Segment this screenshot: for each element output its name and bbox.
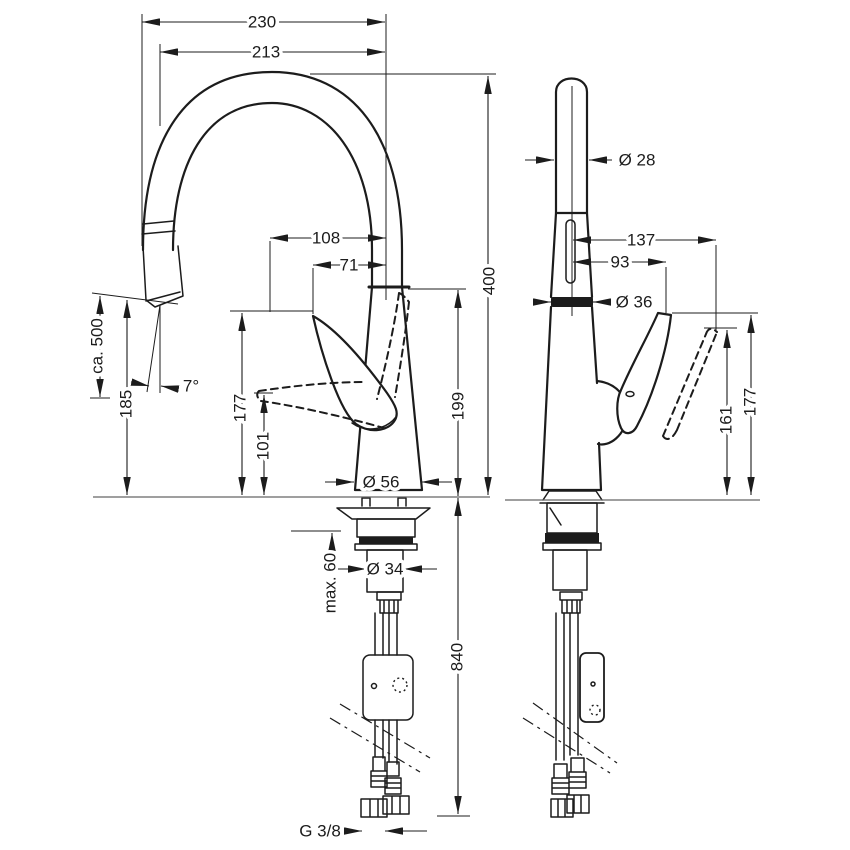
hose-break-lines xyxy=(329,703,431,773)
front-escutcheon xyxy=(546,502,598,534)
escutcheon xyxy=(356,518,416,538)
dim-label-spout-diameter: Ø 28 xyxy=(619,151,656,170)
dim-label-lever-reach-max: 108 xyxy=(312,229,340,248)
dim-angle-arrow-right xyxy=(160,385,180,393)
ref-outlet xyxy=(91,292,179,305)
front-escutcheon-slash xyxy=(549,507,562,526)
hose-weight xyxy=(362,654,414,721)
weight-detail-dotted xyxy=(392,677,408,693)
handle-raised-dashed xyxy=(376,292,410,400)
dim-label-base-diameter: Ø 56 xyxy=(363,473,400,492)
hoses-upper xyxy=(374,612,398,656)
dim-label-spout-height: 400 xyxy=(480,267,499,295)
aerator-ring xyxy=(551,297,593,307)
dim-label-shank-diameter: Ø 34 xyxy=(367,560,404,579)
front-flange xyxy=(542,542,602,551)
spray-angle-lines xyxy=(146,304,161,393)
handle-end-detail xyxy=(351,416,397,430)
dim-label-pullout-length: ca. 500 xyxy=(88,318,107,374)
front-hoses xyxy=(555,612,579,761)
gasket xyxy=(359,537,413,544)
front-hose-weight xyxy=(579,652,605,723)
front-hose-connectors xyxy=(551,757,587,795)
front-view: Ø 28 137 93 Ø 36 161 177 xyxy=(505,77,763,818)
spout-inner-arc xyxy=(171,101,374,288)
front-handle-raised-dashed xyxy=(662,327,718,440)
dim-label-outlet-angle: 7° xyxy=(183,377,199,396)
connector-nuts xyxy=(360,795,410,818)
dim-label-lever-offset: 93 xyxy=(611,253,630,272)
dim-label-lever-raised-height: 161 xyxy=(717,406,736,434)
hose-plug xyxy=(376,591,402,614)
base-pins xyxy=(361,497,407,507)
front-connector-nuts xyxy=(550,794,590,818)
dim-label-overall-reach: 230 xyxy=(248,13,276,32)
dim-label-spout-reach: 213 xyxy=(252,43,280,62)
side-view-mounting-hardware xyxy=(329,497,431,818)
front-view-dimensions: Ø 28 137 93 Ø 36 161 177 xyxy=(525,147,763,495)
front-view-faucet-outline xyxy=(540,77,718,492)
dim-label-lever-top-height: 177 xyxy=(231,394,250,422)
front-hose-plug xyxy=(559,591,583,614)
front-deck-plate xyxy=(539,490,605,504)
front-gasket xyxy=(545,533,599,543)
dim-label-connection-thread: G 3/8 xyxy=(299,822,341,841)
handle-lever xyxy=(311,314,398,432)
front-handle-lever xyxy=(616,311,673,435)
dim-label-lever-tip-offset: 137 xyxy=(627,231,655,250)
side-view: 230 213 108 71 400 199 840 ca. 500 185 1… xyxy=(84,9,502,844)
side-view-dimensions: 230 213 108 71 400 199 840 ca. 500 185 1… xyxy=(84,9,502,844)
front-weight-screw xyxy=(590,681,596,687)
front-view-extension-lines xyxy=(665,245,758,330)
dim-angle-arrow-left xyxy=(130,378,150,387)
dim-label-hose-length: 840 xyxy=(448,643,467,671)
front-body-cone xyxy=(540,305,603,492)
spray-seam-slot xyxy=(565,219,576,284)
front-spout-tube xyxy=(554,77,589,215)
side-view-extension-lines xyxy=(90,14,496,817)
deck-plate xyxy=(336,507,431,520)
dim-label-front-lever-top-height: 177 xyxy=(741,388,760,416)
dim-label-outlet-height: 185 xyxy=(117,390,136,418)
hose-connectors xyxy=(370,756,402,795)
spray-head xyxy=(141,220,184,308)
front-hose-break-lines xyxy=(522,702,618,774)
front-view-mounting-hardware xyxy=(522,490,618,818)
dim-label-lever-reach-min: 71 xyxy=(340,256,359,275)
flange xyxy=(354,543,418,551)
dim-label-max-counter: max. 60 xyxy=(321,553,340,613)
front-neck-cone xyxy=(549,211,594,299)
handle-dot-detail xyxy=(625,390,635,398)
spout-outer-arc xyxy=(141,70,404,288)
front-weight-detail xyxy=(589,704,601,716)
dim-label-neck-diameter: Ø 36 xyxy=(616,293,653,312)
handle-lowered-dashed xyxy=(256,381,385,429)
side-view-faucet-outline xyxy=(141,70,424,492)
dim-label-joint-height: 199 xyxy=(449,392,468,420)
weight-screw xyxy=(370,682,378,690)
hoses-lower xyxy=(374,719,398,765)
front-shank xyxy=(552,549,588,591)
dim-label-lever-down-height: 101 xyxy=(254,432,273,460)
